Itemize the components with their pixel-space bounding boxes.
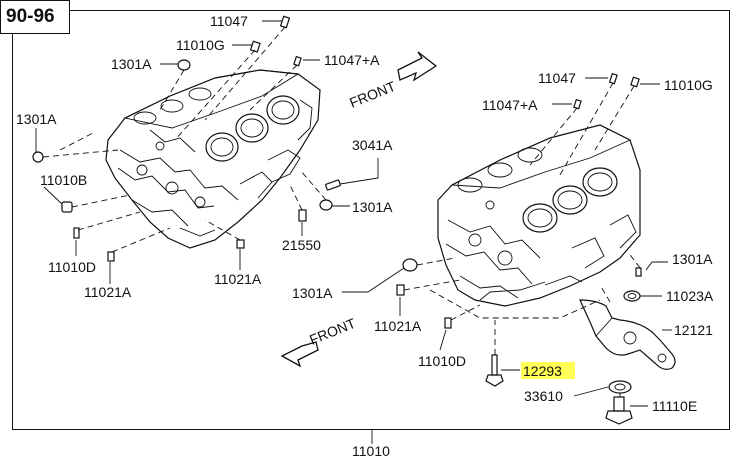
callout-11021a-left[interactable]: 11021A — [84, 284, 132, 300]
front-arrow-lower — [280, 341, 319, 368]
callout-1301a-right[interactable]: 1301A — [672, 251, 713, 267]
callout-12293-highlight — [521, 362, 575, 379]
diagram-frame — [12, 10, 730, 430]
callout-11047a-right[interactable]: 11047+A — [482, 97, 538, 113]
right-small-parts — [396, 72, 676, 425]
left-dashed-leaders — [42, 26, 327, 253]
callout-11047a-left[interactable]: 11047+A — [324, 52, 380, 68]
front-label-lower: FRONT — [307, 315, 358, 348]
callout-33610[interactable]: 33610 — [524, 388, 563, 404]
callout-11010g-right[interactable]: 11010G — [664, 77, 713, 93]
callout-11010d-left[interactable]: 11010D — [48, 259, 96, 275]
callout-11047-left[interactable]: 11047 — [210, 13, 248, 29]
front-label-upper: FRONT — [347, 78, 398, 111]
callout-11023a[interactable]: 11023A — [666, 288, 714, 304]
callout-11047-right[interactable]: 11047 — [538, 70, 576, 86]
callout-11010b[interactable]: 11010B — [40, 172, 87, 188]
front-arrow-upper — [397, 51, 438, 82]
callout-1301a-lower[interactable]: 1301A — [292, 285, 333, 301]
callout-12293[interactable]: 12293 — [523, 363, 562, 379]
callout-11021a-right[interactable]: 11021A — [374, 318, 422, 334]
right-engine-block — [437, 124, 641, 307]
callout-11021a-mid[interactable]: 11021A — [214, 271, 262, 287]
callout-11110e[interactable]: 11110E — [652, 398, 697, 414]
callout-21550[interactable]: 21550 — [282, 237, 321, 253]
callout-1301a-left[interactable]: 1301A — [16, 111, 57, 127]
callout-3041a[interactable]: 3041A — [352, 137, 393, 153]
callout-12121[interactable]: 12121 — [674, 322, 713, 338]
left-engine-block — [105, 69, 321, 249]
section-code-badge: 90-96 — [0, 0, 70, 34]
callout-1301a-mid[interactable]: 1301A — [352, 199, 393, 215]
callout-labels: 11047 11010G 1301A 11047+A 1301A 11010B … — [16, 13, 714, 459]
label-leaders — [35, 20, 672, 444]
right-dashed-leaders — [403, 82, 641, 397]
assembly-number-label[interactable]: 11010 — [352, 443, 390, 459]
callout-11010g-left[interactable]: 11010G — [176, 37, 225, 53]
callout-11010d-right[interactable]: 11010D — [418, 353, 466, 369]
callout-1301a-top[interactable]: 1301A — [111, 56, 152, 72]
